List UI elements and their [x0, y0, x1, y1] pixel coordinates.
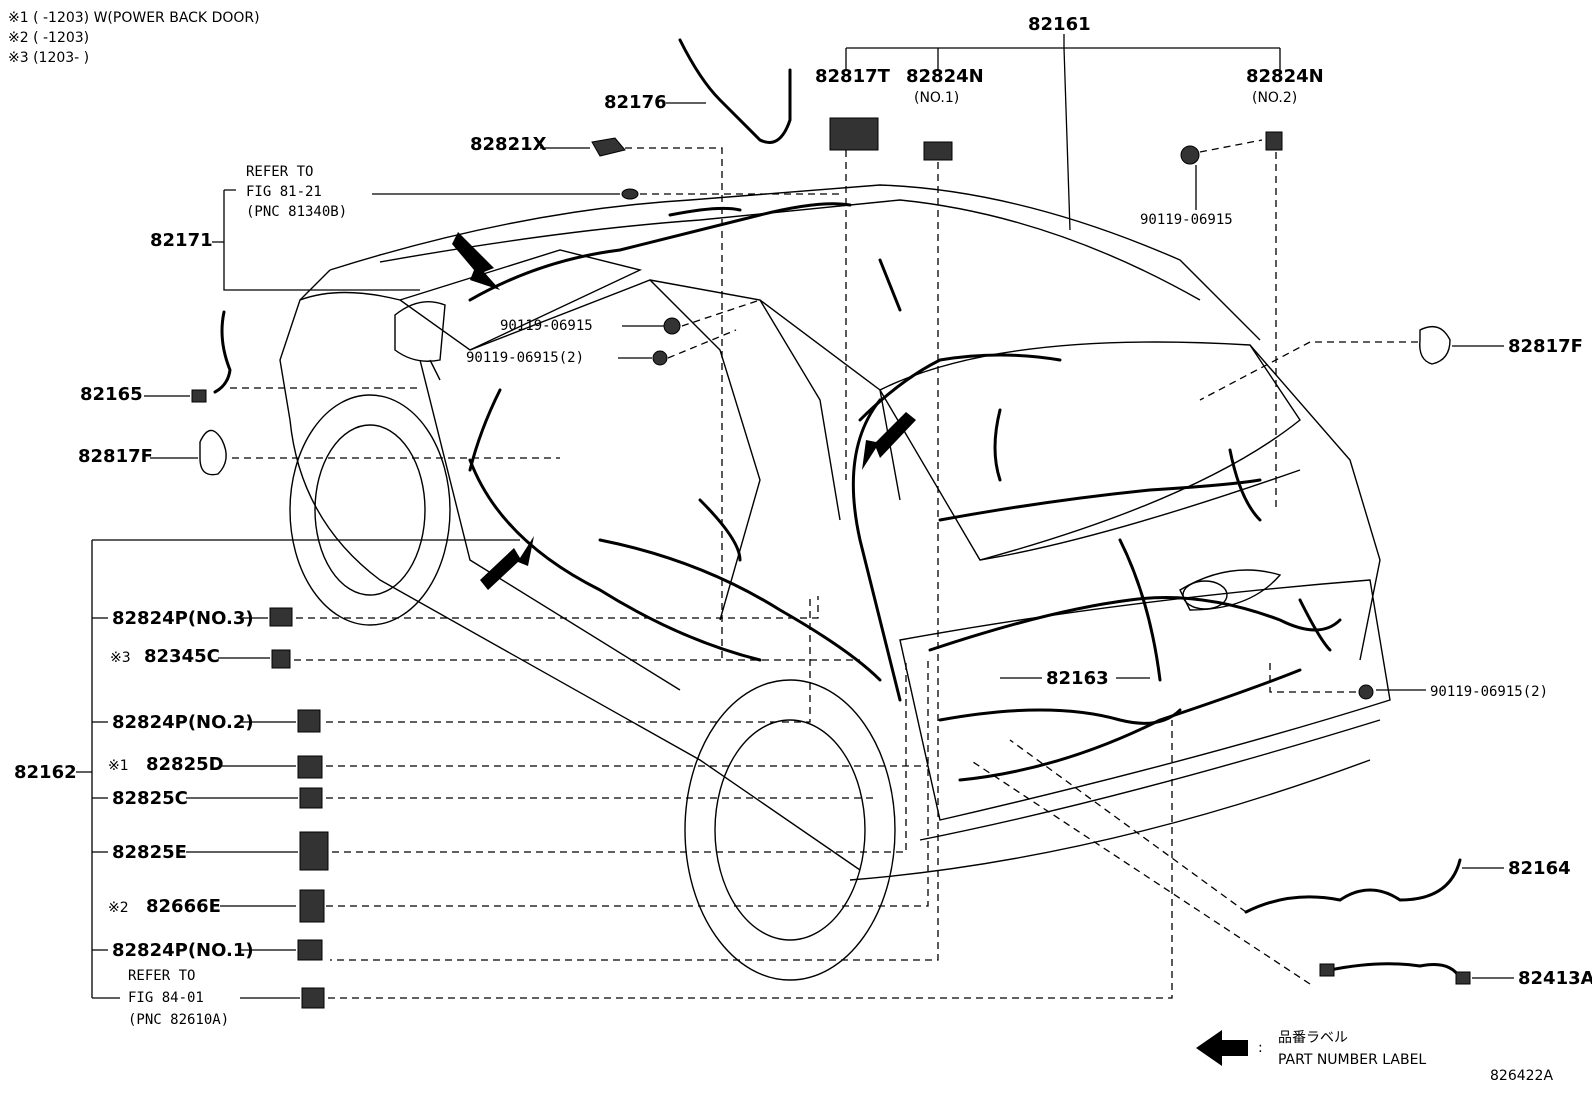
connector-82824N-no1	[923, 141, 953, 161]
label-82413A: 82413A	[1518, 968, 1592, 989]
label-82162: 82162	[14, 762, 77, 783]
harness-82176	[678, 38, 792, 144]
connector-82817T	[829, 117, 879, 151]
dashed-82824P-no3	[296, 596, 819, 619]
label-82825E: 82825E	[112, 842, 187, 863]
connector-82825D	[297, 755, 323, 779]
label-82163: 82163	[1046, 668, 1109, 689]
harness-82165	[213, 310, 232, 394]
dashed-82413A	[969, 759, 1311, 985]
label-82165: 82165	[80, 384, 143, 405]
clamp-82817F-left	[199, 429, 227, 476]
connector-82824P-no3	[269, 607, 293, 627]
clamp-82817F-right	[1419, 326, 1451, 365]
clip-82821X	[591, 137, 626, 157]
dashed-90119-a	[681, 299, 761, 327]
refer-top-line-1: REFER TO	[246, 164, 313, 180]
legend-colon: :	[1258, 1040, 1263, 1056]
dashed-90119-b	[667, 329, 737, 359]
label-82817F-left: 82817F	[78, 446, 153, 467]
connector-82825C	[299, 787, 323, 809]
dashed-82821X	[625, 147, 723, 660]
note-2: ※2 ( -1203)	[8, 30, 89, 46]
legend-label-en: PART NUMBER LABEL	[1278, 1052, 1426, 1068]
clip-refer-top	[621, 188, 639, 200]
leader-82171	[212, 189, 420, 291]
label-82824N-no2-sub: (NO.2)	[1252, 90, 1297, 106]
wire-harness-routing	[468, 202, 1342, 782]
label-82821X: 82821X	[470, 134, 547, 155]
dashed-82825E	[332, 660, 907, 853]
dashed-90119-right	[1269, 660, 1356, 693]
label-82164: 82164	[1508, 858, 1571, 879]
dashed-82817F-right	[1199, 341, 1418, 401]
dashed-82824P-no2	[326, 596, 811, 723]
note-3: ※3 (1203- )	[8, 50, 89, 66]
vehicle-outline	[279, 184, 1391, 981]
figure-id: 826422A	[1490, 1068, 1553, 1084]
connector-82345C	[271, 649, 291, 669]
mark-82345C: ※3	[110, 650, 131, 666]
dashed-82164	[1009, 739, 1247, 913]
bolt-icon-b	[652, 350, 668, 366]
mark-82666E: ※2	[108, 900, 129, 916]
leader-bolt-top	[1199, 139, 1263, 153]
refer-bot-line-3: (PNC 82610A)	[128, 1012, 229, 1028]
label-90119-06915-top: 90119-06915	[1140, 212, 1233, 228]
label-82345C: 82345C	[144, 646, 220, 667]
label-arrows	[452, 232, 916, 590]
leader-82161	[845, 34, 1281, 231]
bolt-icon-top	[1180, 145, 1200, 165]
bracket-82162	[76, 539, 520, 999]
legend-label-jp: 品番ラベル	[1278, 1030, 1348, 1046]
label-82817F-right: 82817F	[1508, 336, 1583, 357]
label-90119-06915-right: 90119-06915(2)	[1430, 684, 1548, 700]
dashed-refer-bot	[328, 720, 1173, 999]
part-number-label-arrow-icon	[1196, 1030, 1248, 1066]
connector-82824P-no1	[297, 939, 323, 961]
label-82171: 82171	[150, 230, 213, 251]
connector-82413A-a	[1319, 963, 1335, 977]
connector-82413A-b	[1455, 971, 1471, 985]
connector-82824N-no2	[1265, 131, 1283, 151]
note-1: ※1 ( -1203) W(POWER BACK DOOR)	[8, 10, 260, 26]
connector-refer-bot	[301, 987, 325, 1009]
label-82666E: 82666E	[146, 896, 221, 917]
label-82817T: 82817T	[815, 66, 891, 87]
connector-82824P-no2	[297, 709, 321, 733]
label-82825C: 82825C	[112, 788, 188, 809]
label-82176: 82176	[604, 92, 667, 113]
refer-bot-line-2: FIG 84-01	[128, 990, 204, 1006]
label-82824N-no1: 82824N	[906, 66, 984, 87]
refer-top-line-2: FIG 81-21	[246, 184, 322, 200]
connector-82825E	[299, 831, 329, 871]
label-82824P-no2: 82824P(NO.2)	[112, 712, 254, 733]
arrow-marker-3	[480, 536, 534, 590]
connector-82666E	[299, 889, 325, 923]
label-90119-06915-a: 90119-06915	[500, 318, 593, 334]
label-82825D: 82825D	[146, 754, 224, 775]
dashed-82666E	[326, 660, 929, 907]
refer-top-line-3: (PNC 81340B)	[246, 204, 347, 220]
arrow-marker-2	[862, 412, 916, 470]
bolt-icon-a	[663, 317, 681, 335]
label-90119-06915-b: 90119-06915(2)	[466, 350, 584, 366]
label-82824P-no1: 82824P(NO.1)	[112, 940, 254, 961]
leader-82824N-no1	[330, 162, 939, 961]
label-82824N-no1-sub: (NO.1)	[914, 90, 959, 106]
bolt-icon-right	[1358, 684, 1374, 700]
refer-bot-line-1: REFER TO	[128, 968, 195, 984]
connector-82165	[191, 389, 207, 403]
harness-82164	[1244, 858, 1462, 914]
harness-82413A	[1328, 962, 1462, 980]
mark-82825D: ※1	[108, 758, 129, 774]
arrow-marker-1	[452, 232, 500, 290]
label-82824N-no2: 82824N	[1246, 66, 1324, 87]
label-82161: 82161	[1028, 14, 1091, 35]
label-82824P-no3: 82824P(NO.3)	[112, 608, 254, 629]
